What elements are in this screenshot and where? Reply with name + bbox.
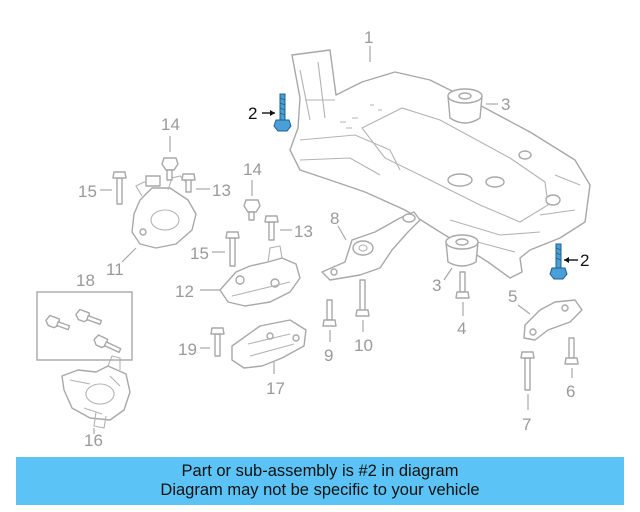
callout-3-top: 3 bbox=[501, 95, 510, 114]
callout-8: 8 bbox=[330, 209, 339, 228]
torque-rod-part-8 bbox=[321, 211, 421, 281]
callout-10: 10 bbox=[354, 336, 373, 355]
bracket-part-17 bbox=[231, 319, 307, 369]
callout-9: 9 bbox=[324, 346, 333, 365]
bolt-part-7 bbox=[520, 351, 535, 391]
callout-12: 12 bbox=[175, 282, 194, 301]
caption-banner: Part or sub-assembly is #2 in diagram Di… bbox=[16, 457, 624, 505]
caption-line-2: Diagram may not be specific to your vehi… bbox=[160, 481, 480, 499]
nut-part-14-lower bbox=[243, 199, 261, 221]
callout-11: 11 bbox=[106, 260, 124, 279]
bolt-part-4 bbox=[455, 271, 470, 299]
bracket-part-12 bbox=[219, 245, 301, 307]
bushing-part-3-top bbox=[447, 88, 483, 124]
callout-7: 7 bbox=[522, 415, 531, 434]
bolt-kit-part-18 bbox=[36, 291, 133, 361]
parts-diagram: 1 2 2 3 3 4 5 bbox=[36, 28, 591, 450]
subframe-part-1 bbox=[289, 49, 591, 279]
caption-line-1: Part or sub-assembly is #2 in diagram bbox=[181, 462, 459, 480]
bolt-part-10 bbox=[355, 279, 370, 317]
callout-5: 5 bbox=[508, 287, 517, 306]
callout-6: 6 bbox=[566, 382, 575, 401]
callout-13-upper: 13 bbox=[212, 181, 231, 200]
bolt-part-6 bbox=[564, 337, 579, 365]
bushing-part-3-lower bbox=[445, 234, 479, 267]
callout-15-upper: 15 bbox=[78, 182, 97, 201]
bolt-part-13-lower bbox=[264, 215, 279, 241]
callout-17: 17 bbox=[266, 379, 285, 398]
bracket-part-5 bbox=[523, 299, 583, 341]
callout-4: 4 bbox=[457, 319, 466, 338]
bolt-part-13-upper bbox=[181, 173, 196, 193]
bolt-part-19 bbox=[210, 327, 225, 357]
callout-14-lower: 14 bbox=[243, 160, 262, 179]
callout-14-upper: 14 bbox=[161, 115, 180, 134]
callout-16: 16 bbox=[84, 431, 103, 450]
bolt-part-15-upper bbox=[112, 171, 127, 205]
callout-2-right: 2 bbox=[580, 251, 589, 270]
mount-part-16 bbox=[61, 355, 131, 429]
nut-part-14-upper bbox=[161, 157, 179, 181]
callout-3-lower: 3 bbox=[432, 276, 441, 295]
bolt-part-2-left bbox=[273, 93, 292, 132]
callout-13-lower: 13 bbox=[294, 222, 313, 241]
callout-19: 19 bbox=[178, 340, 197, 359]
bolt-part-15-lower bbox=[225, 231, 240, 267]
bolt-part-2-right bbox=[549, 243, 568, 280]
bolt-part-9 bbox=[322, 299, 337, 327]
callout-2-left: 2 bbox=[248, 104, 257, 123]
callout-1: 1 bbox=[364, 28, 373, 47]
callout-18: 18 bbox=[76, 271, 95, 290]
callout-15-lower: 15 bbox=[190, 244, 209, 263]
